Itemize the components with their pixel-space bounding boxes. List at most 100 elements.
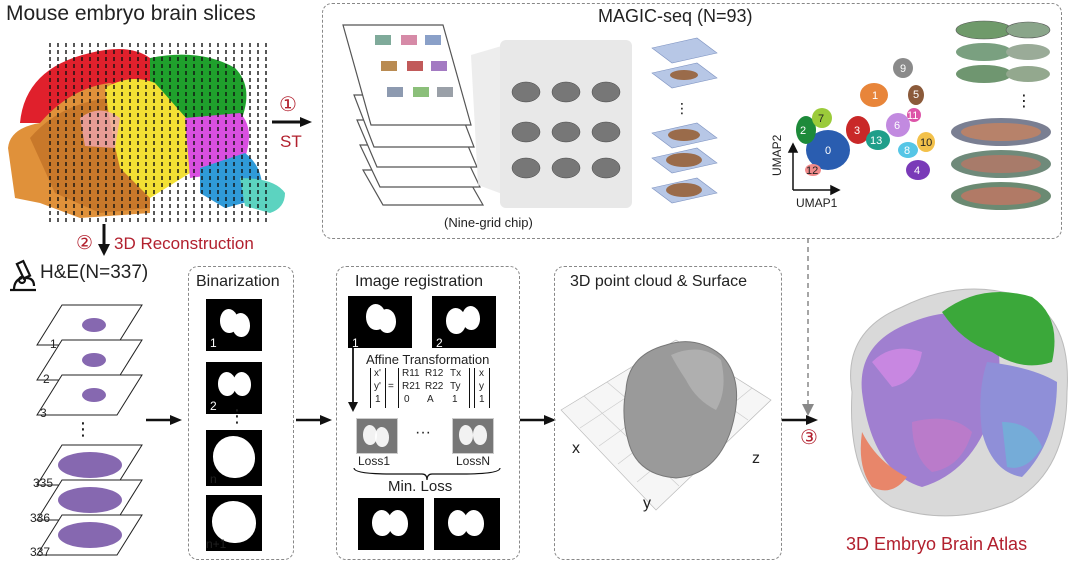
binary-mask-1 — [206, 299, 262, 351]
matrix-mid-11: R22 — [425, 381, 444, 392]
cluster-label-7: 7 — [818, 113, 824, 125]
brain-region-pink — [80, 110, 120, 148]
cluster-label-4: 4 — [914, 165, 920, 177]
matrix-mid-10: R21 — [402, 381, 421, 392]
affine-title: Affine Transformation — [366, 352, 490, 367]
binary-mask-label-2: 2 — [210, 399, 217, 413]
cluster-label-5: 5 — [913, 89, 919, 101]
he-slice-stack: ⋮ — [36, 304, 143, 556]
matrix-left-0: x' — [374, 368, 381, 379]
slice-grid-lines — [49, 43, 267, 223]
loss1-label: Loss1 — [358, 454, 391, 468]
lossn-image — [452, 418, 494, 454]
binary-mask-n1 — [206, 495, 262, 551]
umap-xlabel: UMAP1 — [796, 196, 838, 210]
binary-mask-label-n1: n+1 — [206, 537, 227, 551]
registration-title: Image registration — [355, 273, 484, 290]
he-slice-num-337: 337 — [30, 545, 51, 559]
matrix-mid-22: 1 — [452, 394, 458, 405]
he-slice-num-336: 336 — [30, 511, 51, 525]
svg-text:⋮: ⋮ — [74, 419, 92, 439]
matrix-left-1: y' — [374, 381, 381, 392]
nine-grid-slices — [511, 81, 621, 179]
matrix-right-1: y — [479, 381, 484, 392]
spatial-spot-layers: ⋮ — [651, 37, 718, 204]
min-loss-image-2 — [434, 498, 500, 550]
binary-mask-label-n: n — [210, 472, 217, 486]
loss1-image — [356, 418, 398, 454]
cluster-label-2: 2 — [800, 125, 806, 137]
loss-dots: ··· — [415, 424, 431, 441]
cluster-label-1: 1 — [872, 90, 878, 102]
matrix-mid-00: R11 — [402, 368, 420, 379]
cluster-label-3: 3 — [854, 125, 860, 137]
cluster-label-8: 8 — [904, 145, 910, 157]
registration-image-label-2: 2 — [436, 336, 443, 350]
step2-label: 3D Reconstruction — [114, 234, 254, 253]
binary-mask-label-1: 1 — [210, 336, 217, 350]
axis-label-z: z — [752, 450, 760, 467]
binarization-title: Binarization — [196, 273, 280, 290]
arrow-binarization-to-registration — [296, 415, 332, 425]
step3-number: ③ — [800, 427, 818, 449]
axis-label-y: y — [643, 495, 651, 512]
brain-slice-illustration — [8, 43, 285, 223]
cluster-label-0: 0 — [825, 145, 831, 157]
point-cloud-title: 3D point cloud & Surface — [570, 273, 747, 290]
matrix-left-2: 1 — [375, 394, 381, 405]
svg-text:⋮: ⋮ — [675, 100, 689, 116]
umap-axes — [787, 142, 841, 196]
brain-slices-title: Mouse embryo brain slices — [6, 2, 256, 25]
axis-label-x: x — [572, 440, 580, 457]
arrow-he-to-binarization — [146, 415, 182, 425]
point-cloud-panel — [554, 266, 782, 560]
embryo-brain-atlas — [850, 288, 1068, 517]
umap-ylabel: UMAP2 — [770, 134, 784, 176]
nine-grid-chip-stack — [342, 24, 505, 206]
affine-matrix: x' y' 1 = R11 R12 Tx R21 R22 Ty 0 A 1 x … — [368, 368, 508, 412]
registration-image-2 — [432, 296, 496, 348]
step1-arrow — [272, 117, 312, 127]
arrow-cloud-to-atlas — [782, 415, 818, 425]
cluster-label-9: 9 — [900, 63, 906, 75]
magic-to-atlas-connector — [802, 238, 814, 416]
registration-down-arrow — [348, 348, 358, 412]
min-loss-label: Min. Loss — [388, 478, 453, 495]
binary-mask-n — [206, 430, 262, 486]
step1-label: ST — [280, 132, 302, 151]
matrix-right-2: 1 — [479, 394, 485, 405]
step2-arrow — [98, 224, 110, 256]
chip-tissue-spots — [375, 35, 453, 97]
point-cloud-surface — [560, 339, 772, 511]
brain-region-red — [20, 49, 150, 123]
binarization-panel — [188, 266, 294, 560]
cluster-label-11: 11 — [907, 110, 918, 122]
he-slice-num-3: 3 — [40, 406, 47, 420]
brain-region-teal — [240, 178, 285, 213]
spatial-slices-stack: ⋮ — [951, 20, 1051, 210]
matrix-mid-20: 0 — [404, 394, 410, 405]
step2-number: ② — [76, 233, 94, 254]
matrix-mid-02: Tx — [450, 368, 462, 379]
matrix-mid-21: A — [427, 394, 434, 405]
umap-cluster-labels: 0 1 2 3 4 5 6 7 8 9 10 11 12 13 — [800, 63, 932, 177]
registration-image-label-1: 1 — [352, 336, 359, 350]
umap-plot: 0 1 2 3 4 5 6 7 8 9 10 11 12 13 — [787, 58, 935, 196]
matrix-right-0: x — [479, 368, 484, 379]
he-slice-num-2: 2 — [43, 372, 50, 386]
binarization-ellipsis: ⋮ — [228, 406, 246, 426]
umap-clusters — [796, 58, 935, 180]
binary-mask-2 — [206, 362, 262, 414]
microscope-icon — [10, 259, 36, 292]
magic-seq-title: MAGIC-seq (N=93) — [598, 6, 753, 26]
he-label: H&E(N=337) — [40, 262, 149, 283]
matrix-equals: = — [388, 381, 394, 392]
cluster-label-10: 10 — [920, 137, 932, 149]
he-slice-num-1: 1 — [50, 337, 57, 351]
svg-text:⋮: ⋮ — [1016, 93, 1032, 110]
cluster-label-6: 6 — [894, 120, 900, 132]
matrix-mid-12: Ty — [450, 381, 461, 392]
cluster-label-12: 12 — [806, 165, 818, 177]
matrix-mid-01: R12 — [425, 368, 444, 379]
he-slice-num-335: 335 — [33, 476, 54, 490]
